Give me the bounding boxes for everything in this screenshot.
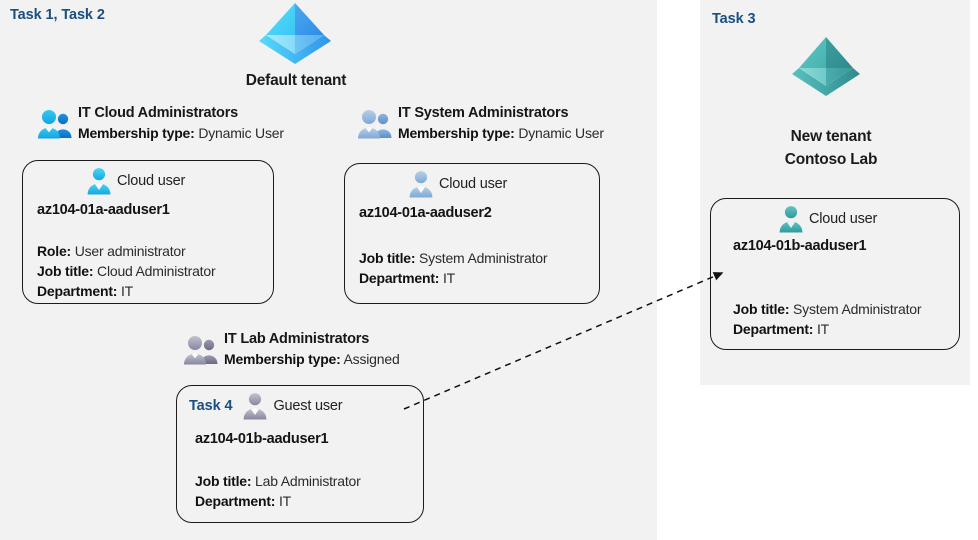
group-membership: Membership type: Dynamic User [78,123,284,143]
new-tenant-name: New tenant Contoso Lab [706,126,956,172]
new-tenant-name-line1: New tenant [790,128,872,145]
card-attr-job-title: Job title: Lab Administrator [195,471,361,491]
group-users-icon [38,110,72,139]
card-header: Cloud user [777,205,877,233]
card-attr-department: Department: IT [37,281,215,301]
card-attributes: Role: User administrator Job title: Clou… [37,241,216,301]
user-card-az104-01a-aaduser2[interactable]: Cloud user az104-01a-aaduser2 Job title:… [344,163,600,304]
card-username: az104-01b-aaduser1 [195,431,329,447]
group-title: IT System Administrators [398,105,569,121]
card-attr-label: Department: [37,283,118,300]
task-3-label: Task 3 [712,11,756,27]
card-attr-label: Department: [195,493,276,510]
group-users-icon [358,110,392,139]
card-attr-job-title: Job title: System Administrator [359,248,548,268]
card-user-type: Cloud user [117,173,186,189]
card-header: Cloud user [85,167,185,195]
card-attr-value: IT [120,283,134,300]
card-username: az104-01a-aaduser2 [359,205,492,221]
card-attr-value: IT [442,270,456,287]
card-attr-label: Job title: [195,473,252,489]
card-attr-department: Department: IT [359,268,547,288]
card-attr-label: Job title: [359,250,416,266]
card-attr-label: Job title: [733,301,790,317]
default-tenant-panel [0,0,657,540]
card-attr-value: User administrator [74,243,186,259]
group-it-cloud-administrators-text: IT Cloud Administrators Membership type:… [78,104,284,143]
card-attr-label: Role: [37,243,72,259]
new-tenant-name-line2: Contoso Lab [784,150,878,168]
card-attr-value: IT [816,321,830,338]
card-attr-label: Job title: [37,263,94,280]
card-attr-value: System Administrator [793,301,922,317]
group-membership-label: Membership type: [78,124,195,141]
group-membership: Membership type: Dynamic User [398,123,604,143]
card-attributes: Job title: Lab Administrator Department:… [195,471,361,511]
group-membership-label: Membership type: [398,124,515,141]
card-attr-department: Department: IT [733,319,921,339]
card-user-type: Cloud user [439,176,508,192]
group-title: IT Lab Administrators [224,331,370,347]
user-card-guest-az104-01b-aaduser1[interactable]: Task 4 Guest user az104-01b-aaduser1 Job… [176,385,424,523]
card-attr-value: Cloud Administrator [97,263,216,280]
group-membership-value: Dynamic User [198,124,284,141]
user-card-az104-01a-aaduser1[interactable]: Cloud user az104-01a-aaduser1 Role: User… [22,160,274,304]
card-username: az104-01b-aaduser1 [733,238,867,254]
group-users-icon [184,336,218,365]
card-attr-value: System Administrator [419,250,548,266]
group-membership: Membership type: Assigned [224,349,400,369]
task-4-label: Task 4 [189,398,233,414]
cloud-user-icon [779,206,803,233]
card-header: Cloud user [407,170,507,198]
card-attr-role: Role: User administrator [37,241,215,261]
card-attr-value: IT [278,493,292,510]
task-1-2-label: Task 1, Task 2 [10,7,105,23]
card-attributes: Job title: System Administrator Departme… [359,248,548,288]
card-attr-department: Department: IT [195,491,361,511]
group-it-lab-administrators-text: IT Lab Administrators Membership type: A… [224,330,400,369]
card-user-type: Cloud user [809,211,878,227]
card-attr-label: Department: [359,270,440,287]
group-membership-label: Membership type: [224,350,341,367]
azure-ad-tenant-icon-default [259,3,331,64]
user-card-az104-01b-aaduser1[interactable]: Cloud user az104-01b-aaduser1 Job title:… [710,198,960,350]
card-attr-job-title: Job title: System Administrator [733,299,922,319]
card-user-type: Guest user [273,398,343,414]
card-header: Task 4 Guest user [189,392,343,420]
guest-user-icon [244,393,267,420]
default-tenant-name: Default tenant [245,72,347,89]
card-attr-job-title: Job title: Cloud Administrator [37,261,216,281]
group-membership-value: Dynamic User [518,124,604,141]
group-it-system-administrators-text: IT System Administrators Membership type… [398,104,604,143]
card-attributes: Job title: System Administrator Departme… [733,299,922,339]
card-username: az104-01a-aaduser1 [37,202,170,218]
card-attr-label: Department: [733,321,814,338]
group-membership-value: Assigned [343,350,400,367]
card-attr-value: Lab Administrator [255,473,361,489]
cloud-user-icon [87,168,111,195]
group-title: IT Cloud Administrators [78,105,239,121]
cloud-user-icon [409,171,433,198]
azure-ad-tenant-icon-new [792,37,860,96]
